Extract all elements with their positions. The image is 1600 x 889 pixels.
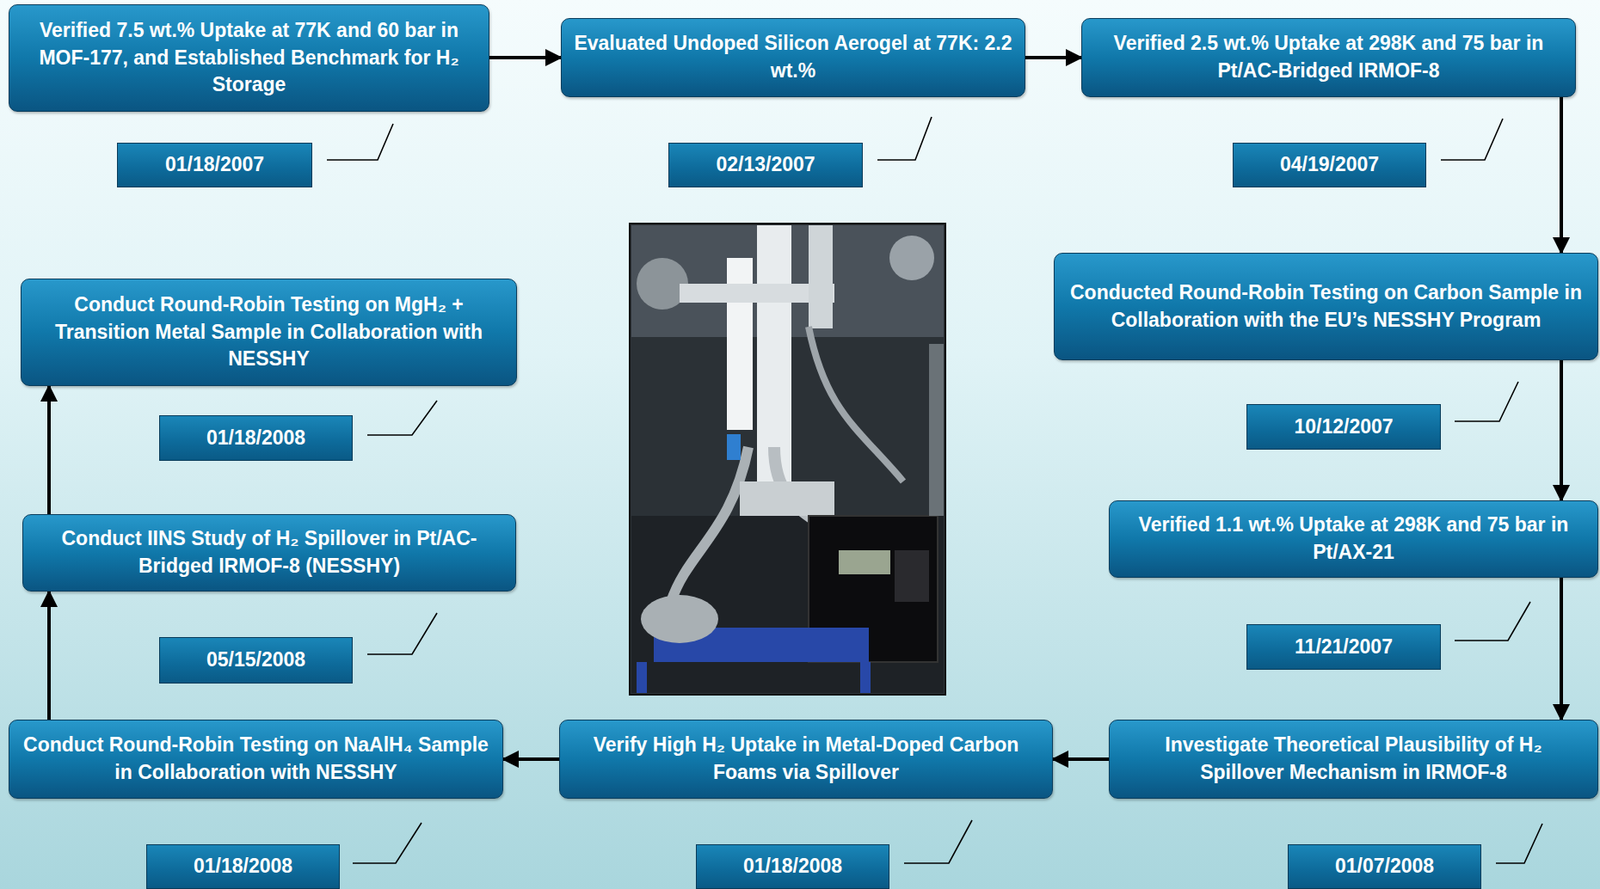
- flow-arrow: [1559, 97, 1564, 253]
- milestone-box: Conduct Round-Robin Testing on MgH₂ + Tr…: [20, 278, 517, 387]
- milestone-text: Conduct Round-Robin Testing on MgH₂ + Tr…: [21, 291, 517, 374]
- milestone-text: Evaluated Undoped Silicon Aerogel at 77K…: [561, 30, 1025, 85]
- date-box: 02/13/2007: [668, 142, 863, 188]
- milestone-box: Verified 7.5 wt.% Uptake at 77K and 60 b…: [8, 4, 490, 112]
- milestone-text: Conduct Round-Robin Testing on NaAlH₄ Sa…: [9, 732, 503, 787]
- milestone-box: Evaluated Undoped Silicon Aerogel at 77K…: [560, 18, 1026, 98]
- date-label: 04/19/2007: [1267, 151, 1391, 179]
- milestone-text: Conduct IINS Study of H₂ Spillover in Pt…: [23, 525, 516, 580]
- flow-arrow: [1559, 360, 1564, 501]
- milestone-box: Conduct IINS Study of H₂ Spillover in Pt…: [22, 514, 517, 592]
- flow-arrow: [489, 55, 561, 60]
- date-label: 05/15/2008: [194, 646, 318, 675]
- date-box: 01/18/2008: [146, 844, 340, 889]
- milestone-text: Verified 1.1 wt.% Uptake at 298K and 75 …: [1109, 511, 1598, 567]
- date-label: 01/18/2008: [194, 424, 318, 453]
- flow-arrow: [1052, 757, 1109, 762]
- date-box: 05/15/2008: [159, 637, 353, 684]
- milestone-text: Investigate Theoretical Plausibility of …: [1109, 732, 1598, 787]
- date-label: 02/13/2007: [703, 151, 827, 179]
- date-label: 10/12/2007: [1281, 413, 1405, 442]
- milestone-box: Verified 1.1 wt.% Uptake at 298K and 75 …: [1108, 500, 1599, 579]
- date-box: 10/12/2007: [1246, 404, 1441, 450]
- milestone-text: Verified 7.5 wt.% Uptake at 77K and 60 b…: [9, 17, 489, 99]
- flow-arrow: [47, 591, 51, 720]
- milestone-box: Conducted Round-Robin Testing on Carbon …: [1053, 252, 1599, 361]
- milestone-box: Verified 2.5 wt.% Uptake at 298K and 75 …: [1081, 18, 1576, 98]
- date-label: 01/07/2008: [1323, 853, 1447, 881]
- flow-arrow: [1025, 55, 1082, 60]
- date-box: 04/19/2007: [1232, 142, 1427, 188]
- date-label: 01/18/2008: [731, 853, 855, 881]
- flow-arrow: [1559, 578, 1564, 720]
- flow-arrow: [503, 757, 560, 762]
- date-box: 11/21/2007: [1246, 624, 1441, 671]
- lab-photo: [629, 223, 946, 696]
- date-box: 01/18/2008: [159, 415, 353, 462]
- date-label: 01/18/2007: [153, 151, 277, 179]
- milestone-text: Verified 2.5 wt.% Uptake at 298K and 75 …: [1082, 30, 1576, 85]
- flow-arrow: [47, 386, 51, 515]
- date-box: 01/18/2008: [695, 844, 890, 889]
- milestone-box: Verify High H₂ Uptake in Metal-Doped Car…: [559, 720, 1053, 800]
- milestone-text: Verify High H₂ Uptake in Metal-Doped Car…: [560, 732, 1053, 787]
- date-box: 01/18/2007: [116, 142, 313, 188]
- date-label: 01/18/2008: [181, 853, 305, 881]
- milestone-box: Conduct Round-Robin Testing on NaAlH₄ Sa…: [8, 720, 504, 800]
- milestone-text: Conducted Round-Robin Testing on Carbon …: [1054, 279, 1598, 334]
- milestone-box: Investigate Theoretical Plausibility of …: [1108, 720, 1599, 800]
- date-box: 01/07/2008: [1287, 844, 1482, 889]
- date-label: 11/21/2007: [1282, 633, 1405, 662]
